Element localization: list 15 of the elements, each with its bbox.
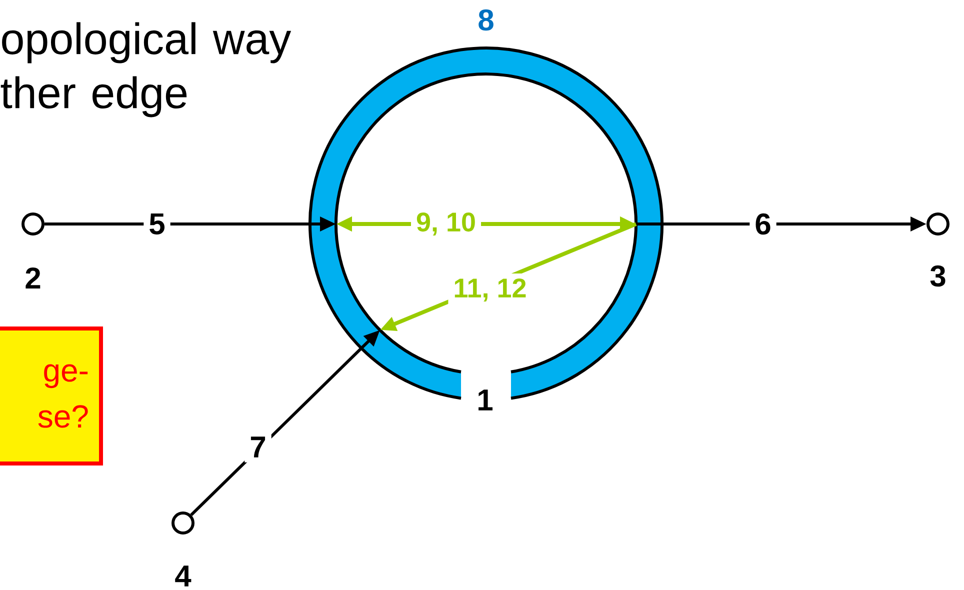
vertex-label: 2 [26, 268, 40, 288]
edge-label: 5 [144, 208, 170, 240]
edge-label: 6 [750, 208, 776, 240]
vertex [926, 212, 950, 287]
vertex [172, 512, 194, 586]
vertex-label: 3 [930, 265, 946, 287]
ring-label: 8 [478, 9, 494, 31]
vertex [22, 212, 44, 288]
note-box: ge- se? [0, 326, 103, 466]
edge-label: 11, 12 [448, 273, 532, 307]
edge-label: 7 [244, 432, 272, 462]
edge-label: 9, 10 [410, 207, 482, 241]
title-text: opological way ther edge [0, 22, 292, 118]
ring-label: 1 [478, 390, 493, 410]
vertex-label: 4 [175, 566, 192, 586]
